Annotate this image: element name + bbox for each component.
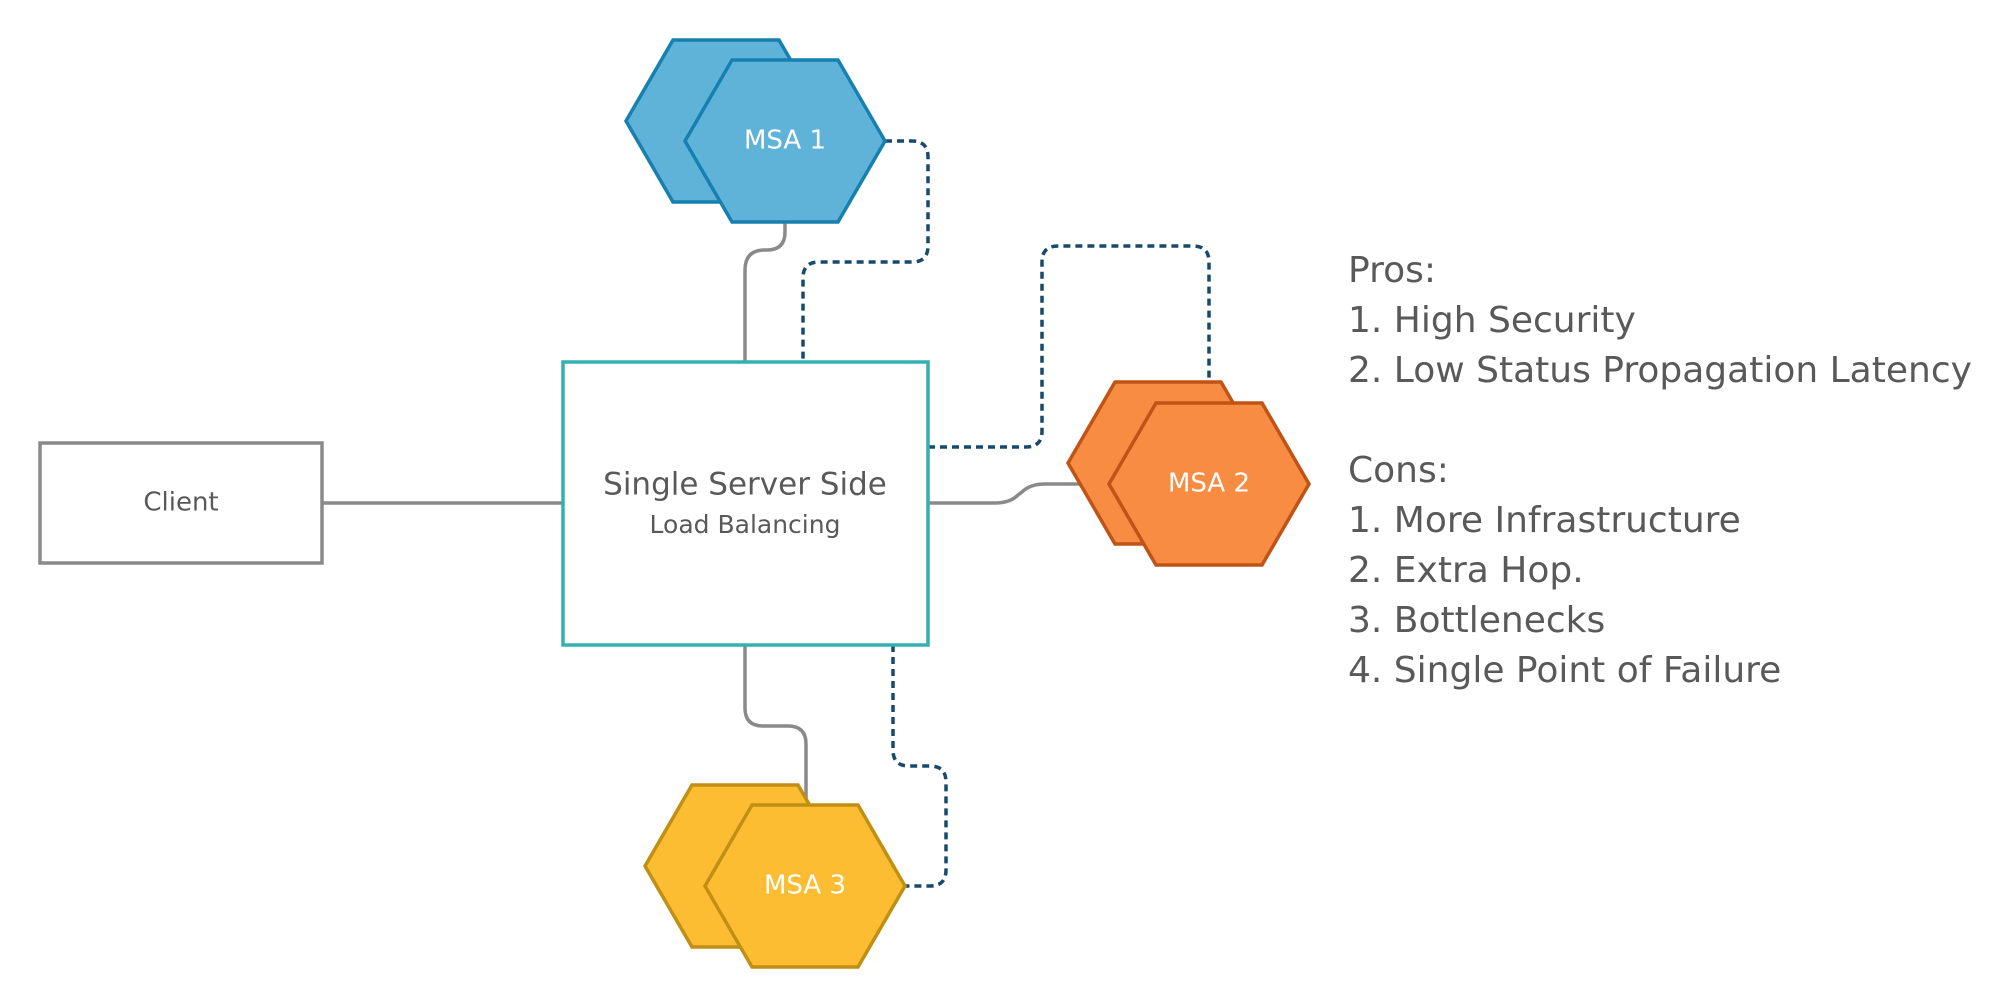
- pros-list: 1. High Security 2. Low Status Propagati…: [1348, 296, 1972, 396]
- server-subtitle: Load Balancing: [650, 510, 841, 539]
- connector-server-msa3: [743, 645, 808, 805]
- msa-1-node: MSA 1: [623, 38, 888, 224]
- client-box: [38, 441, 324, 565]
- pros-heading: Pros:: [1348, 250, 1436, 291]
- server-box: [561, 360, 930, 647]
- client-label: Client: [143, 488, 218, 518]
- connector-server-msa2: [928, 482, 1110, 505]
- msa-3-front-hexagon: [702, 803, 908, 969]
- msa-2-label: MSA 2: [1168, 469, 1250, 499]
- solid-connectors: [322, 222, 1110, 805]
- cons-item: 2. Extra Hop.: [1348, 550, 1584, 591]
- dashed-connector-msa1: [801, 139, 930, 362]
- pros-item: 2. Low Status Propagation Latency: [1348, 350, 1972, 391]
- msa-1-front-hexagon: [682, 58, 888, 224]
- dashed-connector-msa2: [928, 244, 1211, 449]
- connector-server-msa1: [743, 222, 787, 362]
- cons-item: 1. More Infrastructure: [1348, 500, 1741, 541]
- pros-section: Pros: 1. High Security 2. Low Status Pro…: [1348, 246, 1972, 396]
- msa-3-label: MSA 3: [764, 871, 846, 901]
- pros-item: 1. High Security: [1348, 300, 1636, 341]
- server-node: Single Server Side Load Balancing: [561, 360, 930, 647]
- cons-item: 4. Single Point of Failure: [1348, 650, 1782, 691]
- cons-list: 1. More Infrastructure 2. Extra Hop. 3. …: [1348, 496, 1972, 696]
- pros-cons-notes: Pros: 1. High Security 2. Low Status Pro…: [1348, 246, 1972, 696]
- cons-item: 3. Bottlenecks: [1348, 600, 1606, 641]
- cons-section: Cons: 1. More Infrastructure 2. Extra Ho…: [1348, 446, 1972, 696]
- msa-1-label: MSA 1: [744, 126, 826, 156]
- msa-3-node: MSA 3: [642, 783, 908, 969]
- cons-heading: Cons:: [1348, 450, 1449, 491]
- server-title: Single Server Side: [603, 467, 887, 503]
- msa-2-node: MSA 2: [1065, 380, 1312, 567]
- client-node: Client: [38, 441, 324, 565]
- dashed-connectors: [801, 139, 1211, 888]
- msa-2-front-hexagon: [1106, 401, 1312, 567]
- dashed-connector-msa3: [891, 645, 948, 888]
